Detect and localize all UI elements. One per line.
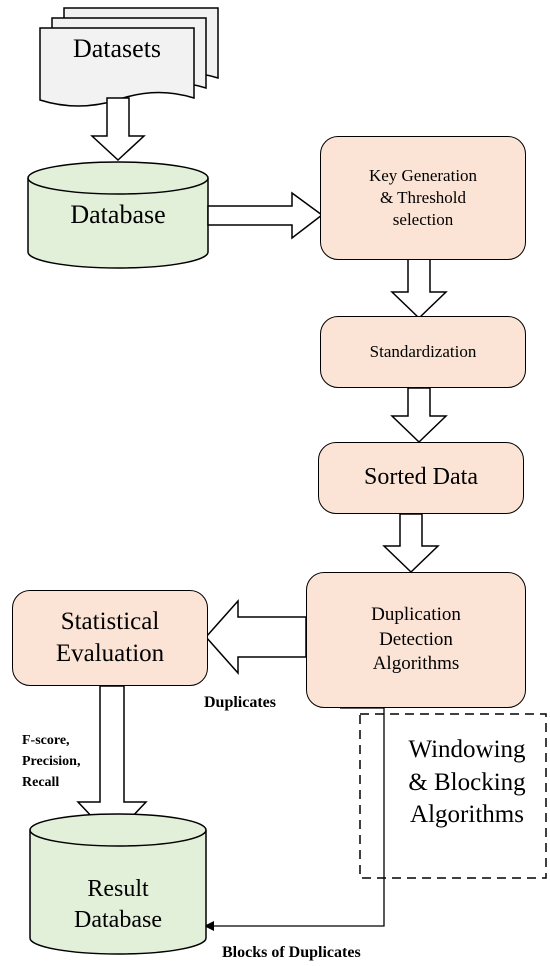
connector-duplication-to-result (212, 707, 385, 927)
key-generation-line3: selection (392, 210, 454, 230)
duplicates-label: Duplicates (204, 694, 276, 711)
connector-arrowhead (204, 921, 214, 931)
arrow-datasets-to-database (90, 97, 146, 162)
blocks-of-duplicates-label: Blocks of Duplicates (222, 944, 361, 961)
windowing-dashed-box (359, 713, 547, 879)
datasets-document-stack (39, 7, 219, 107)
arrow-database-to-key-generation (207, 191, 324, 240)
result-database-label: Result Database (30, 874, 206, 936)
metrics-fscore: F-score, (22, 733, 70, 748)
statistical-line1: Statistical (60, 607, 160, 635)
result-line1: Result (87, 876, 149, 902)
key-generation-line2: & Threshold (379, 187, 467, 207)
duplication-line1: Duplication (371, 603, 461, 625)
standardization-label: Standardization (369, 342, 477, 362)
windowing-line3: Algorithms (410, 801, 524, 828)
metrics-label: F-score, Precision, Recall (22, 730, 102, 793)
windowing-label: Windowing & Blocking Algorithms (384, 734, 550, 832)
statistical-evaluation-box: Statistical Evaluation (12, 590, 208, 686)
duplication-line3: Algorithms (372, 653, 460, 675)
statistical-line2: Evaluation (55, 640, 165, 667)
arrow-key-to-standardization (390, 257, 448, 320)
key-generation-line1: Key Generation (368, 165, 478, 185)
sorted-data-box: Sorted Data (318, 442, 524, 514)
windowing-line1: Windowing (408, 736, 526, 763)
key-generation-box: Key Generation & Threshold selection (320, 136, 526, 260)
sorted-data-label: Sorted Data (364, 464, 478, 491)
arrow-standardization-to-sorted (390, 387, 448, 444)
duplication-line2: Detection (379, 628, 453, 650)
database-cylinder (27, 161, 209, 269)
standardization-box: Standardization (320, 316, 526, 388)
duplication-detection-box: Duplication Detection Algorithms (306, 572, 526, 708)
windowing-line2: & Blocking (408, 768, 526, 796)
arrow-sorted-to-duplication (382, 513, 440, 574)
metrics-recall: Recall (22, 775, 60, 790)
datasets-label: Datasets (72, 34, 162, 63)
result-line2: Database (74, 907, 162, 934)
result-database-cylinder (29, 813, 207, 955)
arrow-duplication-to-statistical (204, 599, 307, 675)
database-label: Database (70, 200, 166, 229)
metrics-precision: Precision, (22, 754, 81, 769)
